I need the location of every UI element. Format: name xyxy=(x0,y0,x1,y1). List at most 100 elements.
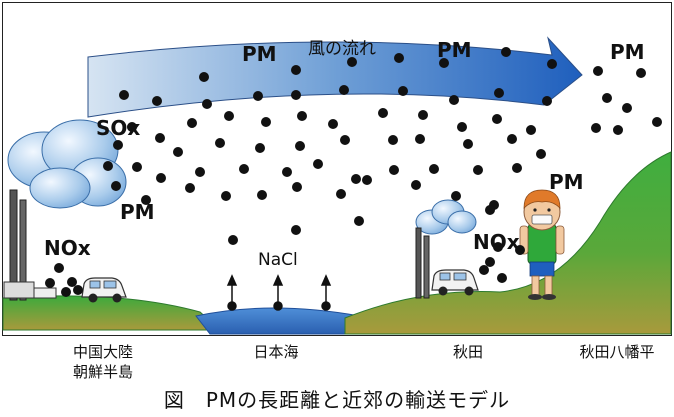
pm-particle xyxy=(103,161,113,171)
pm-particle xyxy=(253,91,263,101)
pm-label-2: PM xyxy=(437,38,472,62)
pm-label-3: PM xyxy=(610,40,645,64)
pm-particle xyxy=(221,191,231,201)
pm-particle xyxy=(282,167,292,177)
pm-particle xyxy=(54,263,64,273)
pm-particle xyxy=(328,119,338,129)
pm-particle xyxy=(494,88,504,98)
pm-particle xyxy=(463,139,473,149)
pm-particle xyxy=(202,99,212,109)
pm-particle xyxy=(224,111,234,121)
left-smoke-cloud xyxy=(7,119,127,209)
pm-particle xyxy=(378,108,388,118)
pm-particle xyxy=(261,117,271,127)
pm-particle xyxy=(228,235,238,245)
pm-particle xyxy=(336,189,346,199)
pm-particle xyxy=(173,147,183,157)
pm-particle xyxy=(479,265,489,275)
pm-particle xyxy=(73,285,83,295)
pm-particle xyxy=(415,134,425,144)
pm-particle xyxy=(593,66,603,76)
pm-label-1: PM xyxy=(242,42,277,66)
pm-particle xyxy=(418,110,428,120)
pm-particle xyxy=(291,225,301,235)
pm-particle xyxy=(67,277,77,287)
pm-particle xyxy=(536,149,546,159)
pm-particle xyxy=(512,163,522,173)
pm-particle xyxy=(132,162,142,172)
left-car xyxy=(81,277,127,303)
left-landmass xyxy=(2,295,222,331)
pm-particle xyxy=(636,68,646,78)
pm-particle xyxy=(295,141,305,151)
pm-particle xyxy=(501,47,511,57)
pm-particle xyxy=(141,195,151,205)
pm-particle xyxy=(398,86,408,96)
pm-particle xyxy=(492,114,502,124)
pm-particle xyxy=(195,167,205,177)
place-left-line2: 朝鮮半島 xyxy=(72,363,133,381)
pm-particle xyxy=(239,164,249,174)
pm-particle xyxy=(291,90,301,100)
pm-particle xyxy=(449,95,459,105)
pm-particle xyxy=(351,174,361,184)
pm-particle xyxy=(362,175,372,185)
pm-particle xyxy=(111,181,121,191)
nox-label-left: NOx xyxy=(44,236,91,260)
wind-arrow xyxy=(87,36,583,118)
pm-particle xyxy=(602,93,612,103)
pm-particle xyxy=(215,138,225,148)
pm-particle xyxy=(485,205,495,215)
pm-particle xyxy=(485,257,495,267)
pm-particle xyxy=(347,57,357,67)
pm-label-4: PM xyxy=(549,170,584,194)
place-hachimantai: 秋田八幡平 xyxy=(579,343,655,361)
pm-particle xyxy=(591,123,601,133)
pm-particle xyxy=(156,173,166,183)
pm-particle xyxy=(622,103,632,113)
pm-particle xyxy=(497,273,507,283)
nox-label-right: NOx xyxy=(473,230,520,254)
pm-particle xyxy=(119,90,129,100)
pm-particle xyxy=(291,65,301,75)
child-figure xyxy=(519,189,565,300)
pm-particle xyxy=(451,191,461,201)
pm-particle xyxy=(507,134,517,144)
right-car xyxy=(431,269,479,296)
pm-particle xyxy=(542,96,552,106)
pm-label-5: PM xyxy=(120,200,155,224)
pm-particle xyxy=(613,125,623,135)
pm-particle xyxy=(297,111,307,121)
pm-particle xyxy=(547,59,557,69)
pm-particle xyxy=(652,117,662,127)
right-smoke-cloud xyxy=(415,199,477,235)
pm-particles xyxy=(45,47,662,297)
sox-label: SOx xyxy=(96,116,141,140)
pm-particle xyxy=(526,125,536,135)
pm-particle xyxy=(439,58,449,68)
place-left: 中国大陸 朝鮮半島 xyxy=(58,342,148,382)
pm-particle xyxy=(313,159,323,169)
pm-particle xyxy=(354,216,364,226)
pm-particle xyxy=(429,164,439,174)
pm-particle xyxy=(152,96,162,106)
pm-particle xyxy=(185,183,195,193)
place-left-line1: 中国大陸 xyxy=(72,343,133,361)
pm-particle xyxy=(255,143,265,153)
figure-caption: 図 PMの長距離と近郊の輸送モデル xyxy=(163,388,511,412)
pm-particle xyxy=(61,287,71,297)
pm-particle xyxy=(339,85,349,95)
pm-particle xyxy=(411,180,421,190)
pm-particle xyxy=(340,135,350,145)
pm-particle xyxy=(292,182,302,192)
pm-particle xyxy=(473,165,483,175)
place-sea: 日本海 xyxy=(253,343,299,361)
nacl-arrows xyxy=(226,274,332,311)
pm-particle xyxy=(199,72,209,82)
pm-particle xyxy=(155,133,165,143)
pm-particle xyxy=(389,165,399,175)
right-factory xyxy=(415,227,430,299)
pm-particle xyxy=(257,190,267,200)
